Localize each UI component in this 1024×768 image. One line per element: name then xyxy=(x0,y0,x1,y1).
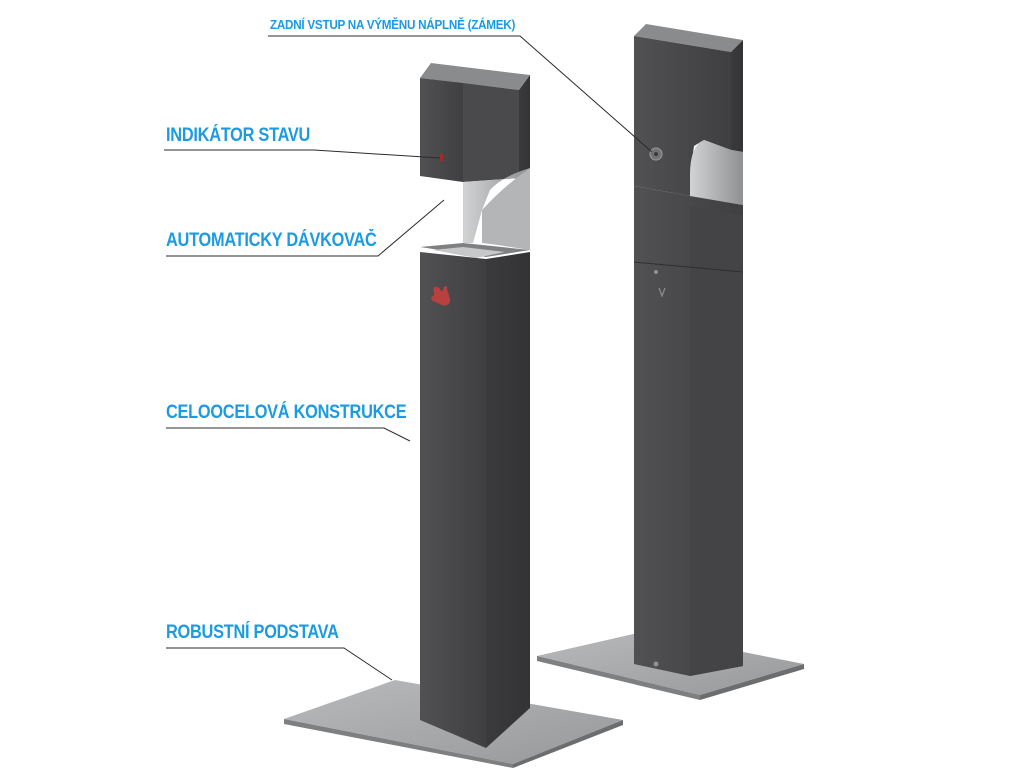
lock-icon xyxy=(649,147,663,161)
hand-sensor-icon xyxy=(431,285,451,306)
front-column-side xyxy=(486,252,530,748)
callout-auto-dispenser: AUTOMATICKY DÁVKOVAČ xyxy=(166,230,377,251)
leader-lines xyxy=(164,35,653,681)
callout-robust-base: ROBUSTNÍ PODSTAVA xyxy=(166,622,339,643)
callout-steel-construction: CELOOCELOVÁ KONSTRUKCE xyxy=(166,402,407,423)
front-dispenser-unit xyxy=(284,63,623,768)
dispenser-recess xyxy=(463,168,530,243)
leader-auto-dispenser xyxy=(166,199,445,257)
leader-robust-base xyxy=(166,647,393,681)
dispenser-nozzle-tray xyxy=(433,247,505,258)
leader-rear-access xyxy=(268,35,653,153)
callout-rear-access: ZADNÍ VSTUP NA VÝMĚNU NÁPLNĚ (ZÁMEK) xyxy=(270,17,516,32)
leader-status-indicator xyxy=(164,149,441,159)
callout-status-indicator: INDIKÁTOR STAVU xyxy=(166,125,311,146)
status-indicator-led xyxy=(440,154,443,161)
front-column-front xyxy=(420,252,486,748)
rear-head-top xyxy=(634,24,743,52)
front-head-front xyxy=(420,78,463,182)
rear-dispenser-unit xyxy=(537,24,804,700)
leader-steel-construction xyxy=(166,427,411,442)
front-head-top xyxy=(420,63,530,90)
